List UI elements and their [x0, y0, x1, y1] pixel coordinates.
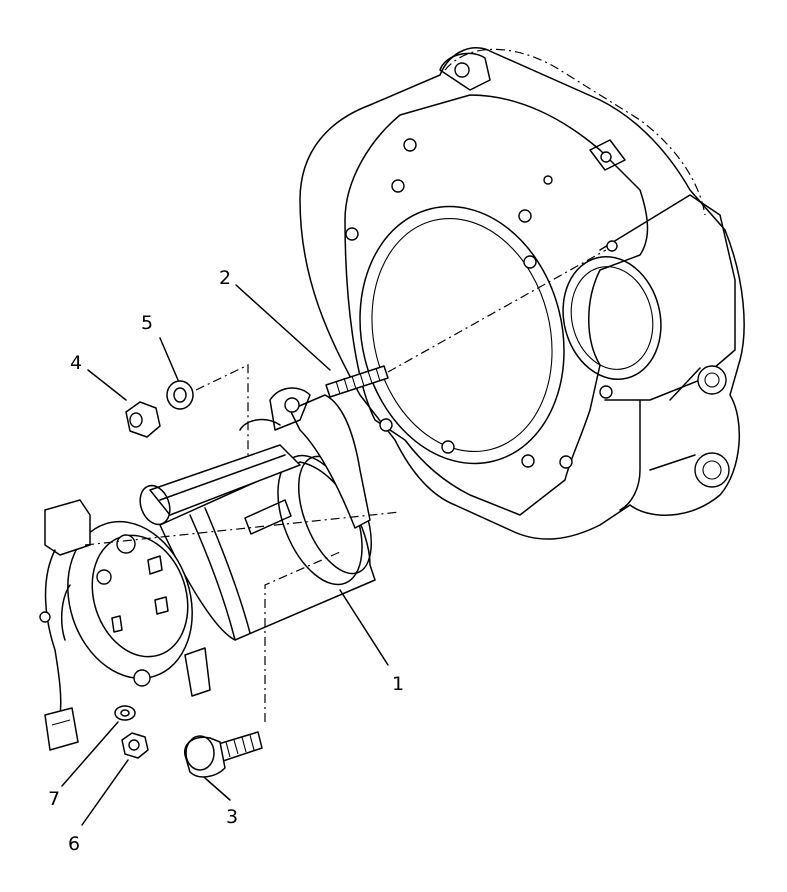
callout-7: 7	[48, 788, 60, 810]
callout-4: 4	[70, 352, 82, 374]
starter-motor	[39, 387, 376, 751]
leader-7	[61, 721, 119, 787]
lock-washer-upper	[166, 380, 194, 410]
leader-lines	[61, 284, 389, 826]
leader-5	[159, 337, 179, 381]
hex-nut-lower	[121, 732, 149, 759]
leader-washer-to-stud	[195, 364, 249, 458]
callout-1: 1	[392, 673, 404, 695]
leader-1	[339, 589, 389, 666]
mounting-bolt	[184, 551, 341, 778]
callout-6: 6	[68, 833, 80, 855]
leader-terminal-axis	[84, 511, 401, 546]
hex-nut-upper	[125, 401, 161, 438]
callout-3: 3	[226, 806, 238, 828]
leader-4	[87, 369, 127, 401]
flywheel-housing	[299, 47, 745, 540]
washer-lower	[114, 705, 136, 721]
leader-3	[204, 777, 231, 801]
stud-bolt	[325, 249, 607, 398]
callout-5: 5	[141, 312, 153, 334]
leader-6	[81, 759, 129, 826]
leader-2	[235, 284, 331, 371]
callout-2: 2	[219, 267, 231, 289]
